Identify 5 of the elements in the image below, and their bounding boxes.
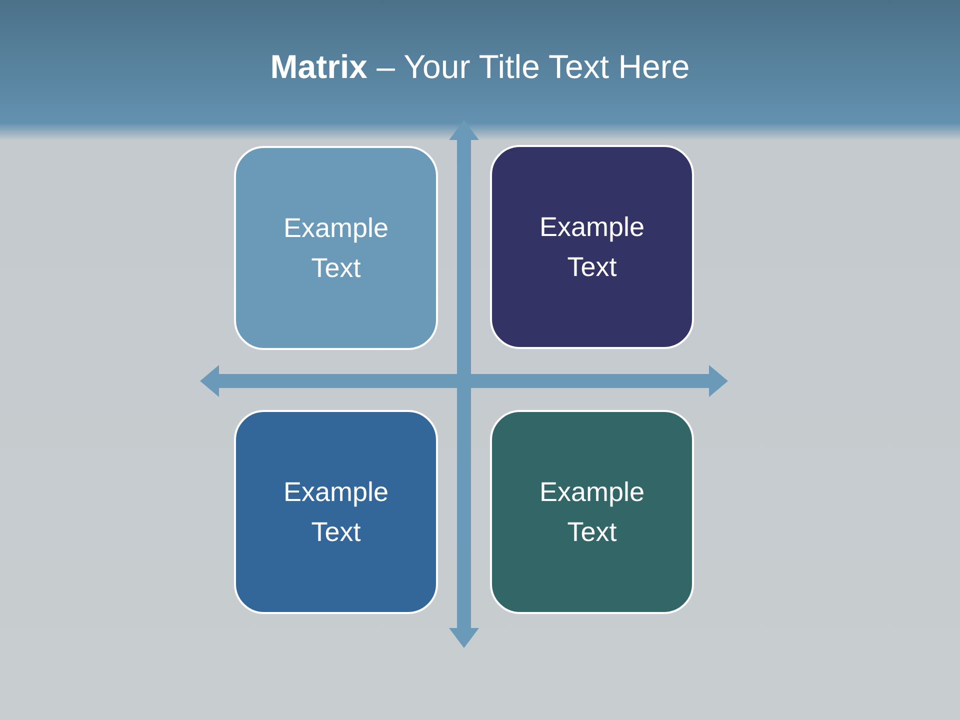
slide-title: Matrix – Your Title Text Here — [270, 48, 690, 86]
quadrant-box: Example Text — [490, 145, 694, 349]
quadrant-box: Example Text — [234, 146, 438, 350]
quadrant-box: Example Text — [234, 410, 438, 614]
quadrant-box: Example Text — [490, 410, 694, 614]
